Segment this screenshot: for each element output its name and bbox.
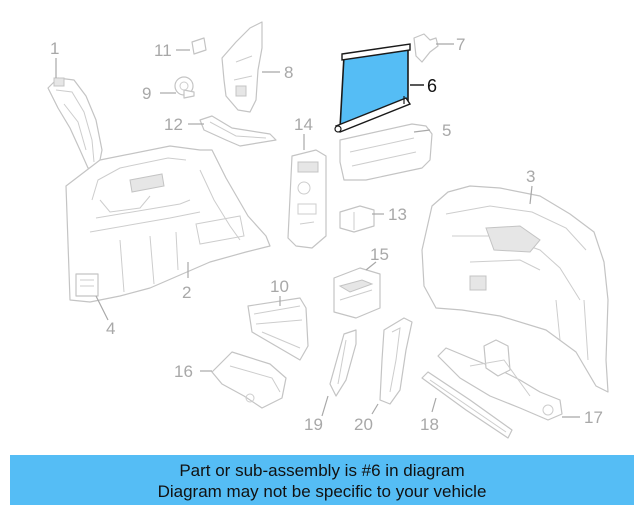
callout-3: 3 bbox=[526, 167, 535, 186]
part-16-trim-block bbox=[211, 351, 287, 409]
callout-18: 18 bbox=[420, 415, 439, 434]
callout-19: 19 bbox=[304, 415, 323, 434]
part-19-strip bbox=[329, 329, 357, 397]
callout-4: 4 bbox=[106, 319, 115, 338]
part-9-fastener bbox=[174, 76, 195, 99]
leader-lines bbox=[55, 43, 580, 418]
caption-line-2: Diagram may not be specific to your vehi… bbox=[157, 482, 487, 501]
part-12-sill-strip bbox=[199, 115, 277, 147]
callout-10: 10 bbox=[270, 277, 289, 296]
part-11-clip bbox=[191, 37, 207, 55]
callout-2: 2 bbox=[182, 283, 191, 302]
part-13-block bbox=[339, 205, 375, 233]
part-15-switch-box bbox=[333, 267, 381, 319]
callout-9: 9 bbox=[142, 84, 151, 103]
callout-16: 16 bbox=[174, 362, 193, 381]
part-1-pillar-trim bbox=[47, 77, 103, 171]
part-4-bracket bbox=[75, 273, 99, 297]
part-18-jack-handle bbox=[421, 371, 513, 439]
callout-15: 15 bbox=[370, 245, 389, 264]
callout-12: 12 bbox=[164, 115, 183, 134]
part-7-clip bbox=[413, 33, 439, 63]
callout-labels: 1 2 3 4 5 6 7 8 9 10 11 12 13 14 15 16 1… bbox=[50, 35, 603, 434]
part-3-quarter-trim-right bbox=[421, 185, 609, 393]
part-8-upper-trim bbox=[221, 21, 263, 113]
part-14-switch-panel bbox=[287, 149, 327, 249]
callout-14: 14 bbox=[294, 115, 313, 134]
part-20-tall-trim bbox=[379, 317, 413, 405]
part-10-panel bbox=[247, 297, 309, 361]
caption-banner: Part or sub-assembly is #6 in diagram Di… bbox=[10, 455, 634, 505]
callout-6: 6 bbox=[427, 76, 437, 96]
parts-diagram: 1 2 3 4 5 6 7 8 9 10 11 12 13 14 15 16 1… bbox=[47, 21, 609, 439]
part-2-quarter-trim-left bbox=[65, 145, 271, 303]
callout-20: 20 bbox=[354, 415, 373, 434]
callout-11: 11 bbox=[154, 41, 172, 60]
callout-13: 13 bbox=[388, 205, 407, 224]
callout-1: 1 bbox=[50, 39, 59, 58]
part-6-cargo-cover bbox=[334, 43, 412, 133]
caption-line-1: Part or sub-assembly is #6 in diagram bbox=[179, 461, 465, 480]
callout-5: 5 bbox=[442, 121, 451, 140]
part-17-jack bbox=[437, 339, 563, 421]
callout-7: 7 bbox=[456, 35, 465, 54]
part-5-side-trim bbox=[339, 123, 433, 181]
callout-8: 8 bbox=[284, 63, 293, 82]
callout-17: 17 bbox=[584, 408, 603, 427]
